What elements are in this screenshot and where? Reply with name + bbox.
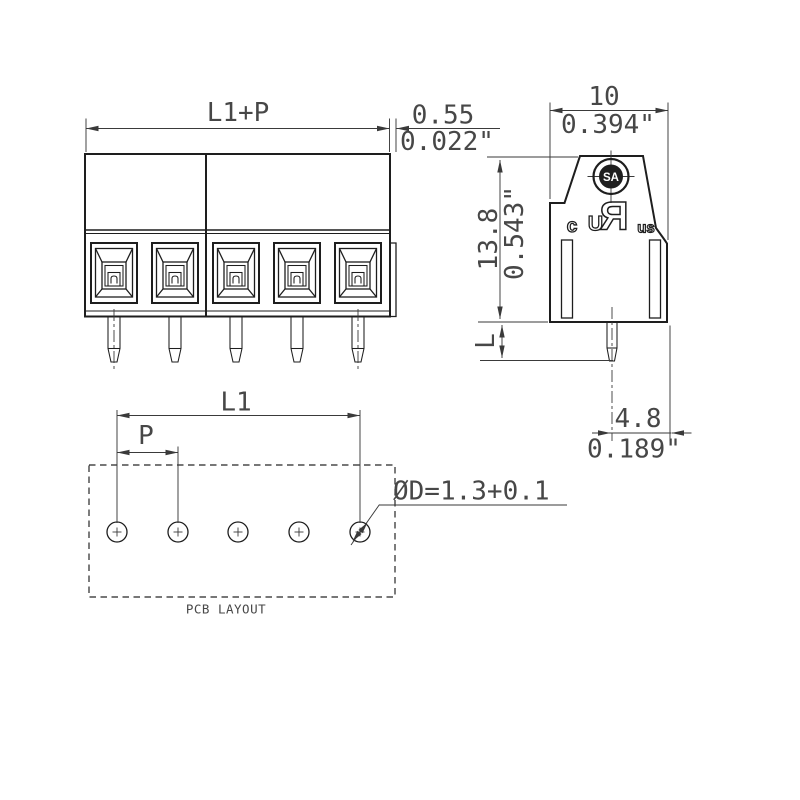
csa-mark-letters: SA — [603, 172, 619, 184]
side-view: SA c R U us — [549, 150, 668, 441]
dim-text-l1: L1 — [220, 388, 251, 418]
solder-pin — [290, 315, 304, 363]
drill-hole — [288, 521, 310, 543]
csa-certification-mark: SA — [587, 150, 635, 203]
terminal-opening — [90, 242, 138, 304]
front-housing-outline — [84, 153, 391, 318]
dim-text-height-mm: 13.8 — [474, 208, 504, 271]
dim-text-depth-mm: 10 — [588, 82, 619, 112]
dim-text-hole-diameter: ØD=1.3+0.1 — [393, 477, 550, 507]
dim-text-flange-mm: 0.55 — [412, 101, 475, 131]
dim-text-flange-inch: 0.022" — [400, 127, 494, 157]
front-flange-edge — [390, 242, 397, 318]
terminal-opening — [212, 242, 260, 304]
side-slot — [560, 239, 574, 319]
front-view-dimensions: L1+P 0.55 0.022" — [85, 98, 500, 157]
ul-mark-reversed-r: R — [600, 195, 629, 239]
terminal-opening — [151, 242, 199, 304]
side-slot — [648, 239, 662, 319]
side-housing-outline — [549, 155, 668, 323]
dim-text-pin-length: L — [471, 333, 501, 349]
dim-text-pitch: P — [138, 421, 154, 451]
pcb-layout-view: PCB LAYOUT — [88, 464, 396, 617]
pcb-layout-dimensions: L1 P ØD=1.3+0.1 — [116, 388, 567, 546]
pcb-layout-caption: PCB LAYOUT — [186, 602, 266, 617]
side-view-dimensions: 10 0.394" 13.8 0.543" L 4.8 0.189" — [471, 82, 692, 465]
pcb-drill-holes — [106, 521, 371, 543]
ul-mark-us: us — [637, 220, 655, 237]
drill-hole — [106, 521, 128, 543]
front-terminal-openings — [90, 242, 382, 304]
ul-mark-c: c — [567, 216, 578, 237]
ul-mark-u: U — [588, 213, 603, 236]
dim-text-pin-offset-mm: 4.8 — [615, 404, 662, 434]
dim-text-height-inch: 0.543" — [500, 186, 530, 280]
terminal-opening — [334, 242, 382, 304]
hole-diameter-callout: ØD=1.3+0.1 — [350, 477, 567, 546]
drill-hole — [167, 521, 189, 543]
pcb-board-outline — [88, 464, 396, 598]
solder-pin — [229, 315, 243, 363]
terminal-opening — [273, 242, 321, 304]
front-view — [84, 153, 397, 369]
dim-text-depth-inch: 0.394" — [561, 110, 655, 140]
solder-pin — [168, 315, 182, 363]
ul-recognized-mark: c R U us — [566, 194, 655, 240]
dim-text-l1p: L1+P — [207, 98, 270, 128]
drill-hole — [227, 521, 249, 543]
dim-text-pin-offset-inch: 0.189" — [587, 435, 681, 465]
front-solder-pins — [107, 309, 365, 369]
